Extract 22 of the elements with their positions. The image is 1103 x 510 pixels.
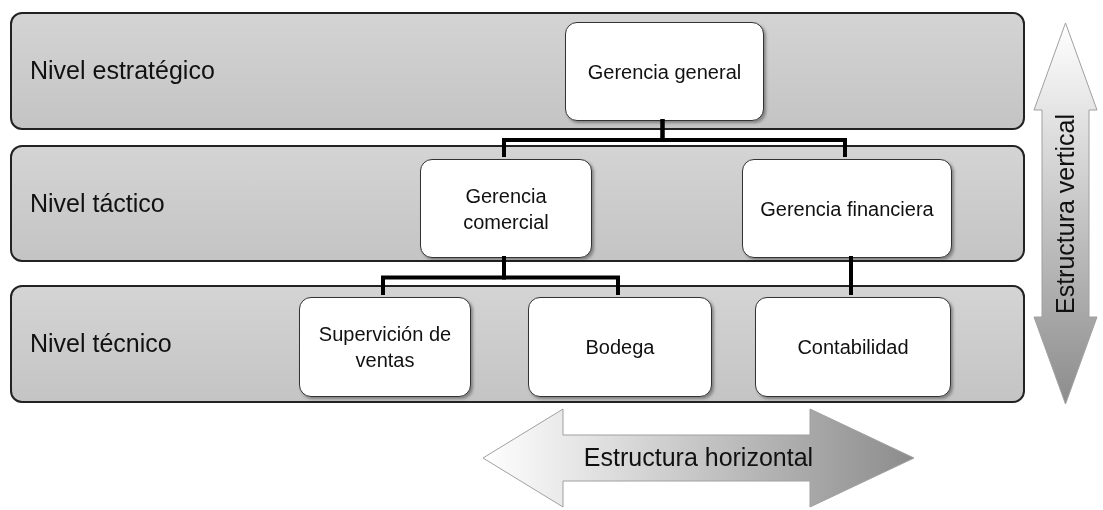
org-box-label: Contabilidad — [797, 335, 909, 360]
org-box-label: Supervición de ventas — [317, 322, 453, 373]
level-band — [10, 285, 1025, 403]
org-box — [565, 22, 764, 121]
arrow-label: Estructura horizontal — [583, 442, 814, 474]
arrow-label: Estructura vertical — [1049, 113, 1080, 314]
org-box-label: Gerencia financiera — [760, 196, 934, 222]
org-box — [420, 159, 592, 258]
level-label: Nivel táctico — [30, 187, 165, 219]
org-box — [742, 159, 952, 258]
org-box-label: Gerencia general — [587, 59, 742, 85]
org-box — [528, 297, 712, 397]
connector-line — [849, 256, 853, 295]
org-box — [755, 297, 951, 397]
level-band — [10, 12, 1025, 130]
level-band — [10, 145, 1025, 262]
level-label: Nivel estratégico — [30, 55, 215, 87]
connector-line — [660, 119, 847, 157]
org-box-label: Gerencia comercial — [462, 183, 550, 235]
org-box — [299, 297, 471, 397]
org-box-label: Bodega — [585, 335, 655, 360]
level-label: Nivel técnico — [30, 328, 172, 360]
